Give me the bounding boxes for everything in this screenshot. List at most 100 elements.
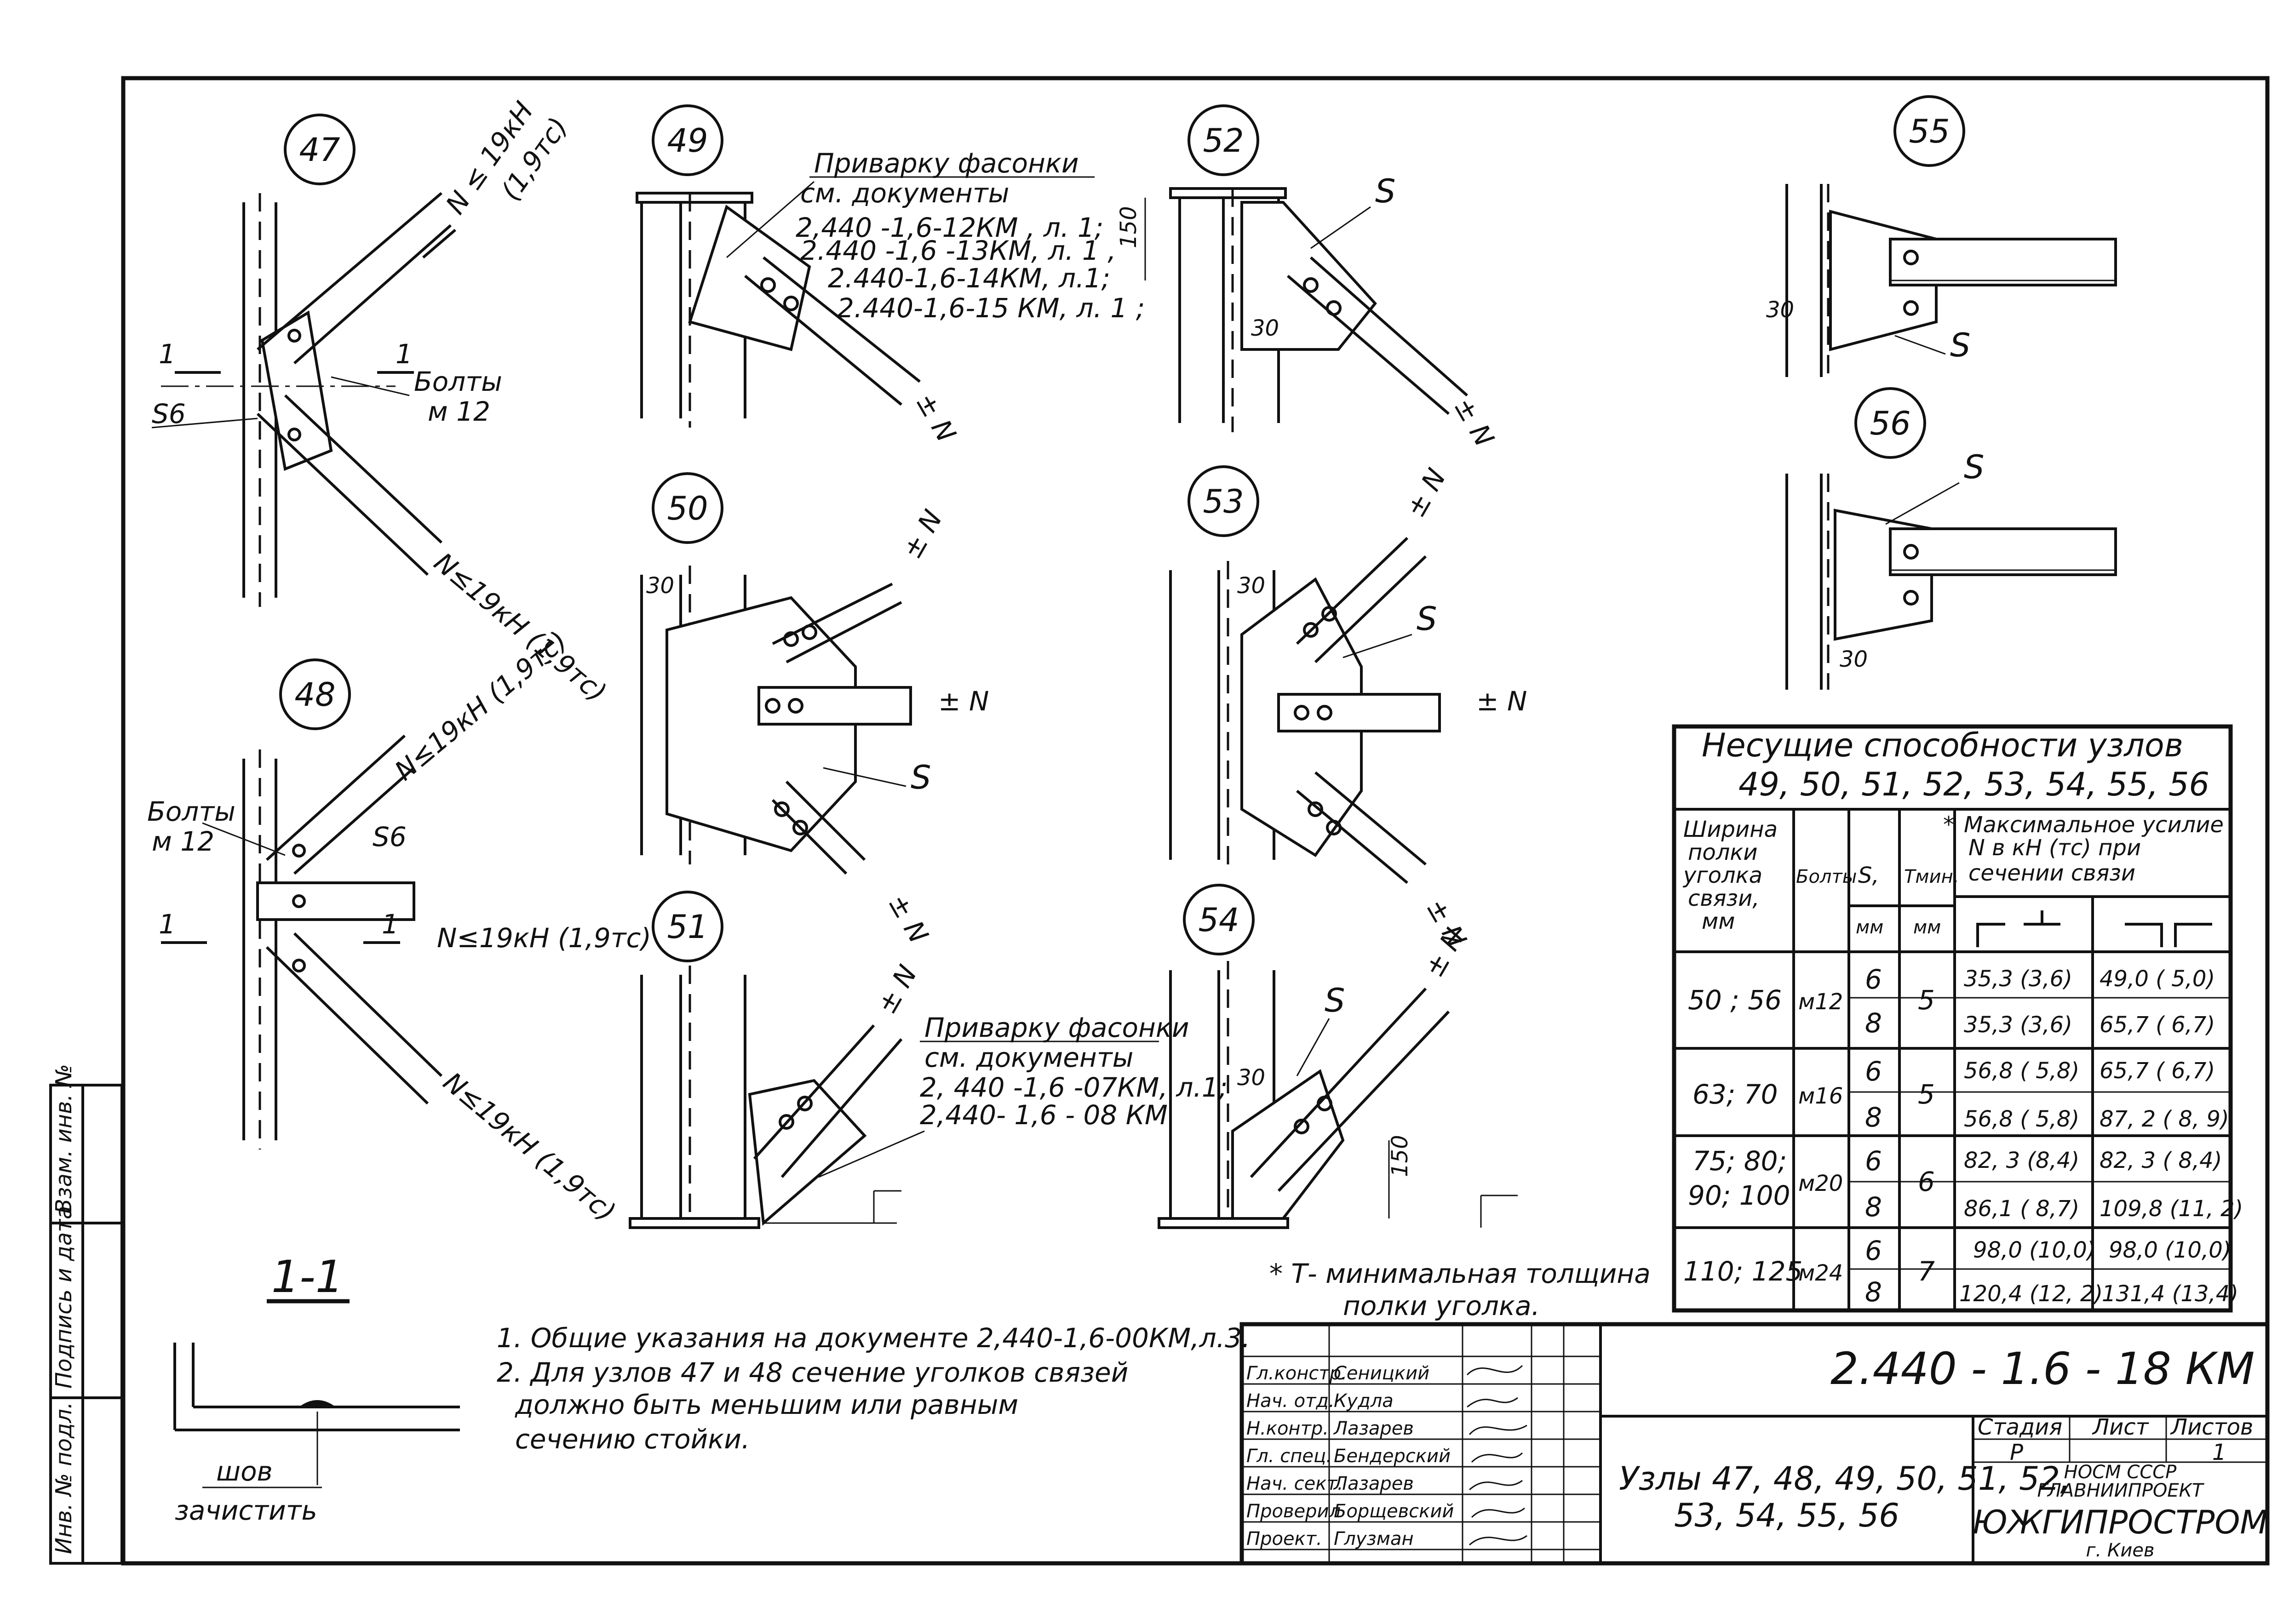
stamp-inv-label: Инв. № подл.	[51, 1402, 77, 1554]
svg-text:5: 5	[1918, 1079, 1935, 1110]
svg-text:6: 6	[1865, 1056, 1882, 1087]
bolts-label: Болты	[147, 796, 235, 827]
svg-text:82, 3 ( 8,4): 82, 3 ( 8,4)	[2100, 1148, 2222, 1173]
svg-text:полки: полки	[1688, 840, 1758, 865]
bolt	[774, 801, 790, 817]
title-block: Гл.констр. Нач. отд. Н.контр. Гл. спец. …	[1239, 1322, 2270, 1566]
svg-text:м20: м20	[1798, 1171, 1843, 1196]
svg-text:98,0 (10,0): 98,0 (10,0)	[2109, 1237, 2231, 1263]
svg-text:6: 6	[1865, 1145, 1882, 1177]
svg-text:N в кН (тс) при: N в кН (тс) при	[1968, 835, 2141, 861]
bolts-size: м 12	[428, 396, 490, 427]
svg-text:НОСМ СССР: НОСМ СССР	[2064, 1462, 2177, 1483]
bolt	[1326, 820, 1342, 835]
dim-30: 30	[1840, 646, 1868, 672]
gusset-s-label: S	[1375, 172, 1395, 210]
bolt	[1903, 544, 1919, 560]
bolt	[292, 959, 306, 972]
node-56-circle	[1854, 387, 1926, 459]
node-55: 55 S 30	[1766, 95, 2117, 377]
bolt	[287, 329, 301, 343]
section-mark: 1	[382, 909, 399, 940]
section-1-1: 1-1 шов зачистить	[173, 1251, 460, 1526]
node-47: 47 N ≤ 19кН (1,9тс) N≤19кН (1,9тс) Болты…	[151, 96, 613, 708]
bolts-label: Болты	[414, 366, 502, 397]
bolt	[1308, 801, 1323, 817]
svg-text:35,3 (3,6): 35,3 (3,6)	[1964, 1012, 2072, 1038]
table-title: Несущие способности узлов	[1702, 726, 2183, 764]
svg-text:98,0 (10,0): 98,0 (10,0)	[1973, 1237, 2095, 1263]
horizontal-strut	[757, 686, 912, 726]
svg-text:Гл. спец.: Гл. спец.	[1246, 1446, 1332, 1467]
bolt	[1303, 277, 1319, 293]
node-49-circle	[652, 104, 723, 176]
svg-text:Гл.констр.: Гл.констр.	[1246, 1363, 1347, 1384]
force-label: ± N	[896, 504, 948, 564]
bolts-size: м 12	[152, 826, 214, 857]
svg-text:мм: мм	[1702, 909, 1735, 934]
svg-text:см. документы: см. документы	[800, 177, 1009, 209]
node-51-number: 51	[667, 908, 708, 946]
weld-label: шов	[216, 1456, 273, 1487]
svg-text:82, 3 (8,4): 82, 3 (8,4)	[1964, 1148, 2079, 1173]
dim-30: 30	[1251, 315, 1279, 341]
bolt	[783, 631, 799, 647]
dim-30: 30	[646, 573, 674, 599]
bolt	[1321, 606, 1337, 622]
bolt	[797, 1096, 813, 1111]
svg-text:Сеницкий: Сеницкий	[1334, 1363, 1429, 1384]
horizontal-strut	[1889, 527, 2117, 576]
node-47-number: 47	[299, 131, 340, 169]
dim-30: 30	[1766, 297, 1794, 323]
dim-30: 30	[1237, 573, 1265, 599]
force-label: ± N	[882, 889, 935, 949]
bolt	[292, 894, 306, 908]
node-48: 48 N≤19кН (1,9тс) N≤19кН (1,9тс) N≤19кН …	[147, 625, 651, 1228]
svg-text:2.440-1,6-15 КМ, л. 1 ;: 2.440-1,6-15 КМ, л. 1 ;	[837, 292, 1145, 324]
svg-text:63; 70: 63; 70	[1692, 1079, 1778, 1110]
svg-text:6: 6	[1918, 1166, 1935, 1197]
weld-note-2: Приварку фасонки см. документы 2, 440 -1…	[818, 1012, 1228, 1178]
bolt	[1903, 250, 1919, 265]
horizontal-strut	[1277, 693, 1441, 732]
svg-text:Нач. отд.: Нач. отд.	[1246, 1390, 1335, 1412]
force-label: N≤19кН (1,9тс)	[437, 922, 651, 954]
s6-label: S6	[152, 398, 186, 429]
svg-text:связи,: связи,	[1688, 886, 1760, 911]
dim-150: 150	[1387, 1135, 1413, 1177]
svg-text:8: 8	[1865, 1191, 1882, 1223]
note-2: 2. Для узлов 47 и 48 сечение уголков свя…	[497, 1357, 1128, 1388]
svg-text:109,8 (11, 2): 109,8 (11, 2)	[2100, 1196, 2243, 1222]
drawing-title-2: 53, 54, 55, 56	[1674, 1497, 1899, 1534]
node-52: 52 ± N S 150 30	[1116, 104, 1500, 452]
svg-text:Н.контр.: Н.контр.	[1246, 1418, 1329, 1439]
svg-text:Глузман: Глузман	[1334, 1528, 1414, 1550]
svg-text:Tмин,: Tмин,	[1904, 866, 1959, 887]
svg-text:2,440- 1,6 - 08 КМ: 2,440- 1,6 - 08 КМ	[920, 1099, 1168, 1131]
sheet-frame	[121, 76, 2270, 1566]
bolt	[1303, 622, 1319, 638]
horizontal-strut	[256, 881, 415, 921]
force-label: N≤19кН (1,9тс)	[389, 625, 573, 787]
node-54-circle	[1183, 884, 1255, 955]
svg-text:Борщевский: Борщевский	[1334, 1501, 1454, 1522]
force-label: ± N	[1448, 392, 1500, 452]
bolt	[292, 844, 306, 858]
svg-text:56,8 ( 5,8): 56,8 ( 5,8)	[1964, 1058, 2079, 1084]
node-53-number: 53	[1203, 483, 1244, 520]
weld-note-title: Приварку фасонки	[814, 148, 1079, 179]
svg-text:Кудла: Кудла	[1334, 1390, 1394, 1412]
dim-30: 30	[1237, 1065, 1265, 1091]
svg-text:Бендерский: Бендерский	[1334, 1446, 1451, 1467]
svg-text:2.440 -1,6 -13КМ, л. 1 ,: 2.440 -1,6 -13КМ, л. 1 ,	[800, 235, 1116, 266]
table-title-nodes: 49, 50, 51, 52, 53, 54, 55, 56	[1738, 766, 2209, 803]
node-52-number: 52	[1203, 122, 1244, 160]
svg-text:Листов: Листов	[2170, 1414, 2253, 1440]
t-footnote: * Т- минимальная толщина полки уголка.	[1269, 1258, 1651, 1321]
svg-text:Лист: Лист	[2092, 1414, 2150, 1440]
gusset-s-label: S	[1964, 448, 1984, 486]
gusset-s-label: S	[911, 759, 931, 796]
section-title: 1-1	[271, 1251, 344, 1303]
weld-note-1: Приварку фасонки см. документы 2,440 -1,…	[726, 148, 1145, 324]
